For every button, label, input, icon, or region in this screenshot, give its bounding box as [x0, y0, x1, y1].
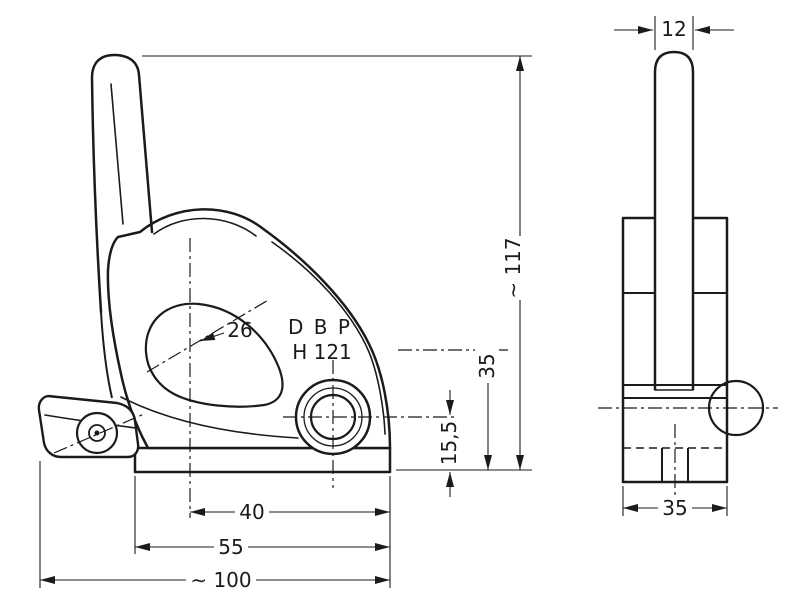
dim-text-backplate — [437, 420, 461, 466]
dimensions: 12 ∼ 117 35 15,5 — [39, 16, 734, 592]
h121-label: H 121 — [292, 340, 352, 364]
side-view-centerlines — [53, 238, 508, 518]
dim-body-width-group: 35 — [622, 486, 728, 520]
dim-base-length: 55 — [218, 535, 243, 559]
lever-slot-line — [110, 83, 124, 225]
dim-text-backplate — [475, 349, 499, 383]
dim-body-width: 35 — [662, 496, 687, 520]
front-view — [598, 50, 778, 497]
dim-text-backplate — [214, 535, 248, 559]
cam-diameter-leader — [199, 332, 225, 342]
dim-overall-height: ∼ 117 — [501, 237, 525, 298]
dim-text-backplate — [501, 236, 525, 300]
front-pin — [653, 50, 695, 390]
cam-centerline-diagonal — [146, 298, 271, 373]
dim-base-to-hole: 15,5 — [437, 421, 461, 466]
foot-centerline-diagonal — [53, 413, 145, 454]
dim-text-backplate — [235, 500, 269, 524]
lever-to-foot-line — [100, 311, 113, 399]
cam-diameter-label: 26 — [227, 318, 252, 342]
dbp-label: D B P — [288, 315, 352, 339]
dim-base-length-group: 55 — [134, 476, 390, 559]
dim-base-to-hole-group: 15,5 — [437, 390, 461, 497]
dim-overall-length: ∼ 100 — [190, 568, 251, 592]
cam-opening — [144, 302, 284, 408]
dim-overall-length-group: ∼ 100 — [39, 461, 390, 592]
dim-hole-offset-group: 40 — [190, 476, 391, 588]
dim-overall-height-group: ∼ 117 — [142, 55, 532, 471]
side-view-labels: 26 D B P H 121 — [199, 315, 352, 364]
foot-pivot-center — [94, 430, 100, 436]
base-plate — [133, 446, 392, 474]
front-view-centerlines — [598, 407, 778, 497]
dim-text-backplate — [186, 568, 256, 592]
dim-pin-width-group: 12 — [614, 16, 734, 50]
hump-inner-line — [153, 217, 257, 237]
dim-text-backplate — [658, 496, 692, 520]
dim-pin-width: 12 — [661, 17, 686, 41]
dim-hole-center-height: 35 — [475, 353, 499, 378]
lever-arm — [90, 53, 154, 314]
cam-lower-line — [120, 396, 299, 439]
foot-pivot-inner — [88, 424, 106, 442]
dim-hole-offset: 40 — [239, 500, 264, 524]
side-view: 26 D B P H 121 — [37, 53, 508, 518]
arc-inner-line — [271, 241, 386, 435]
dim-hole-center-height-group: 35 — [475, 349, 499, 470]
